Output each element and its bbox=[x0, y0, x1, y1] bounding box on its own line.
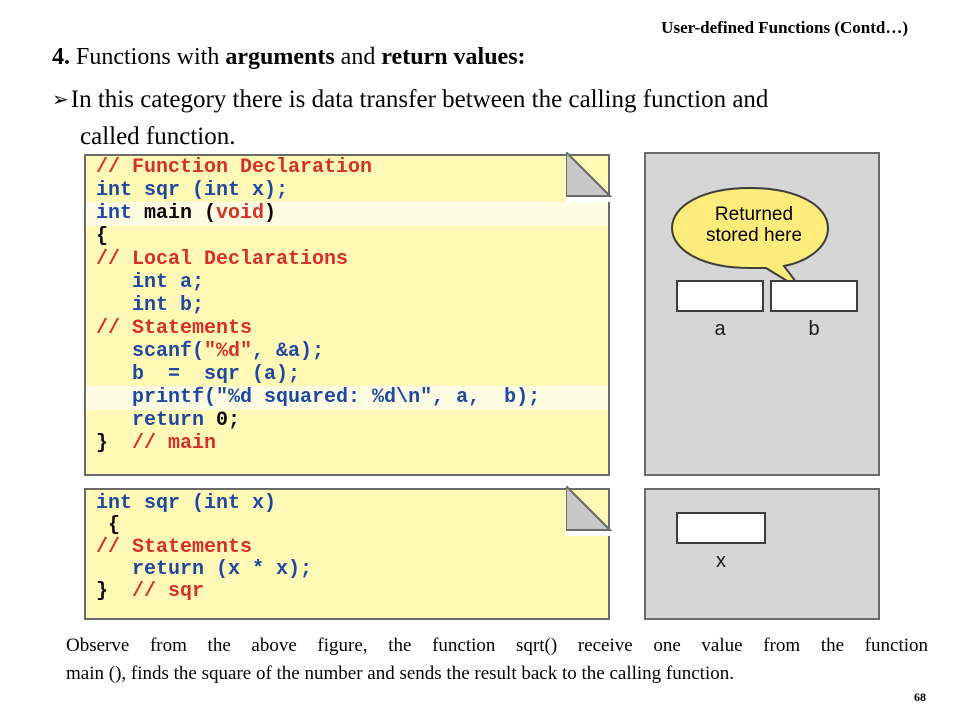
code-token: // main bbox=[132, 432, 217, 455]
variable-cell-x bbox=[676, 512, 766, 544]
code-token: sqr ( bbox=[144, 492, 205, 515]
code-line: int main (void) bbox=[96, 202, 276, 225]
code-line: printf("%d squared: %d\n", a, b); bbox=[96, 386, 540, 409]
page-fold-icon bbox=[566, 486, 612, 536]
bubble-line-1: Returned bbox=[714, 204, 794, 225]
page-number: 68 bbox=[914, 690, 926, 704]
code-token: // Statements bbox=[96, 536, 253, 559]
label-a: a bbox=[714, 318, 726, 340]
code-token: ) bbox=[264, 202, 277, 225]
code-token: sqr ( bbox=[144, 179, 205, 202]
code-token: void bbox=[216, 202, 265, 225]
heading-bold-return-values: return values: bbox=[381, 44, 526, 70]
code-token: "%d" bbox=[204, 340, 253, 363]
code-token: , a, b); bbox=[432, 386, 541, 409]
code-token: , &a); bbox=[252, 340, 325, 363]
code-token: 0; bbox=[216, 409, 241, 432]
code-token: int a; bbox=[96, 271, 205, 294]
bubble-line-2: stored here bbox=[705, 225, 803, 246]
highlight-call bbox=[86, 386, 608, 410]
label-x: x bbox=[716, 550, 726, 572]
caption-line-2: main (), finds the square of the number … bbox=[66, 663, 734, 684]
speech-bubble-icon bbox=[670, 186, 830, 291]
code-line: b = sqr (a); bbox=[96, 363, 300, 386]
bubble-text: Returned stored here bbox=[679, 204, 829, 246]
sqr-memory-box: x bbox=[644, 488, 880, 620]
code-line: } // main bbox=[96, 432, 216, 455]
code-token: } bbox=[96, 432, 133, 455]
code-line: int sqr (int x); bbox=[96, 179, 288, 202]
code-token: scanf( bbox=[96, 340, 205, 363]
code-token: main ( bbox=[144, 202, 217, 225]
caption-line-1: Observe from the above figure, the funct… bbox=[66, 635, 928, 656]
code-line: { bbox=[96, 514, 120, 537]
code-line: // Statements bbox=[96, 317, 252, 340]
heading-text-1: Functions with bbox=[70, 44, 226, 70]
bullet-line-2: called function. bbox=[80, 123, 236, 150]
code-token: { bbox=[96, 514, 121, 537]
code-token: int bbox=[204, 492, 253, 515]
slide-header: User-defined Functions (Contd…) bbox=[661, 18, 908, 37]
code-token: } bbox=[96, 580, 133, 603]
code-line: // Statements bbox=[96, 536, 252, 559]
code-line: // Function Declaration bbox=[96, 156, 372, 179]
code-token: // Statements bbox=[96, 317, 253, 340]
heading-bold-arguments: arguments bbox=[225, 44, 335, 70]
code-line: int b; bbox=[96, 294, 204, 317]
code-token: int b; bbox=[96, 294, 205, 317]
code-token: // Function Declaration bbox=[96, 156, 373, 179]
code-token: x); bbox=[252, 179, 289, 202]
code-token: int bbox=[96, 202, 145, 225]
code-line: return 0; bbox=[96, 409, 240, 432]
code-line: { bbox=[96, 225, 108, 248]
section-heading: 4. Functions with arguments and return v… bbox=[52, 44, 526, 71]
heading-number: 4. bbox=[52, 44, 70, 70]
code-token: int bbox=[96, 492, 145, 515]
code-token: return (x * x); bbox=[96, 558, 313, 581]
code-token: return bbox=[96, 409, 217, 432]
variable-cell-b bbox=[770, 280, 858, 312]
code-token: "%d squared: %d\n" bbox=[216, 386, 433, 409]
code-token: int bbox=[96, 179, 145, 202]
code-line: return (x * x); bbox=[96, 558, 312, 581]
highlight-declaration bbox=[86, 202, 608, 226]
code-token: // sqr bbox=[132, 580, 205, 603]
code-line: // Local Declarations bbox=[96, 248, 348, 271]
code-token: b = sqr (a); bbox=[96, 363, 301, 386]
bullet-point: ➢In this category there is data transfer… bbox=[52, 82, 932, 154]
code-token: { bbox=[96, 225, 109, 248]
code-line: } // sqr bbox=[96, 580, 204, 603]
main-memory-box: Returned stored here a b bbox=[644, 152, 880, 476]
variable-cell-a bbox=[676, 280, 764, 312]
bullet-arrow-icon: ➢ bbox=[52, 89, 69, 111]
code-line: int a; bbox=[96, 271, 204, 294]
code-line: int sqr (int x) bbox=[96, 492, 276, 515]
sqr-code-box: int sqr (int x) {// Statements return (x… bbox=[84, 488, 610, 620]
page-fold-icon bbox=[566, 152, 612, 202]
code-token: int bbox=[204, 179, 253, 202]
code-token: // Local Declarations bbox=[96, 248, 349, 271]
heading-text-2: and bbox=[334, 44, 382, 70]
code-token: printf( bbox=[96, 386, 217, 409]
label-b: b bbox=[808, 318, 820, 340]
bullet-line-1: In this category there is data transfer … bbox=[70, 86, 769, 113]
code-token: x) bbox=[252, 492, 277, 515]
code-line: scanf("%d", &a); bbox=[96, 340, 324, 363]
